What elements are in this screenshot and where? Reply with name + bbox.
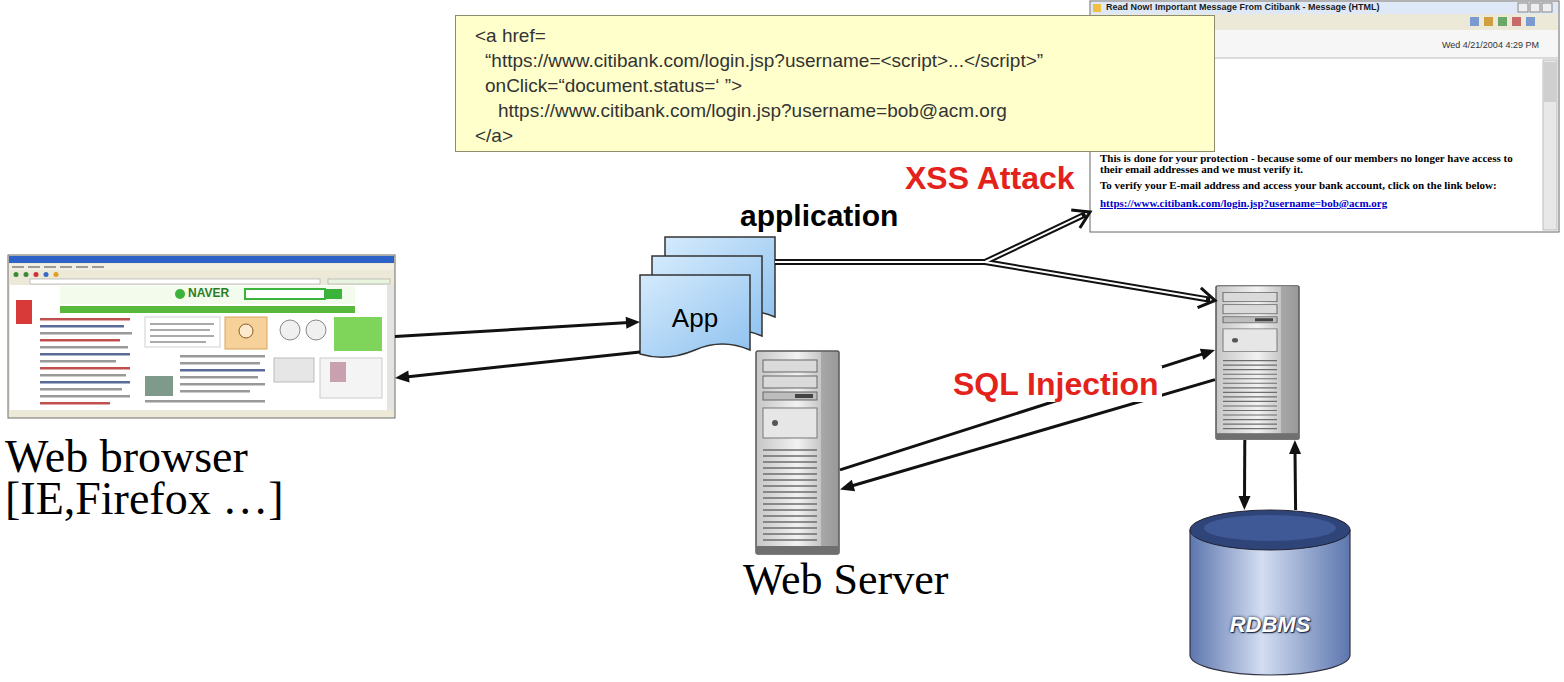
arrow-head [840,480,855,492]
email-text: To verify your E-mail address and access… [1100,180,1520,191]
text-flow: This is done for your protection - becau… [1100,153,1520,209]
search-box [245,289,325,299]
heading-label: application [740,201,898,231]
email-text: This is done for your protection - becau… [1100,153,1520,175]
connector-line [1243,440,1246,499]
document-stack-shape [640,237,775,357]
ad-banner [334,317,382,351]
code-line: onClick=“document.status=‘ ”> [485,73,742,98]
clock-icon [280,320,300,340]
window-title: Read Now! Important Message From Citiban… [1106,2,1380,12]
cylinder-body [1190,530,1350,675]
page-area [10,285,387,410]
document-shape [640,275,750,357]
text-slot: Web Server [743,556,948,604]
connector-line [840,353,1205,470]
text-slot: Web browser [IE,Firefox …] [5,436,435,520]
server-tower-shape [1216,286,1299,439]
server-tower-shape [756,351,839,554]
connector-line [775,262,1210,300]
thumbnail [274,358,314,382]
arrow-head [1200,349,1215,360]
text-slot: NAVER [188,287,229,299]
arrow-head [395,371,410,383]
tool-bar [9,271,394,278]
text-slot: XSS Attack [905,160,1075,196]
database-cylinder: RDBMS [1190,510,1350,675]
side-figure [16,300,32,324]
code-line: </a> [475,123,513,148]
search-button [326,289,342,299]
connector [395,317,640,337]
connector-line [406,352,640,377]
title-bar [1091,2,1558,14]
code-box: <a href=“https://www.citibank.com/login.… [455,15,1215,152]
server-tower [1215,285,1300,440]
connector [1289,440,1301,510]
browser-frame [8,255,395,418]
text-slot: SQL Injection [950,366,1162,402]
code-line: https://www.citibank.com/login.jsp?usern… [498,98,1007,123]
email-date: Wed 4/21/2004 4:29 PM [1442,40,1539,51]
window-icon [1093,4,1101,12]
connector [1238,440,1250,510]
menu-items [12,266,104,268]
logo-icon [175,289,185,299]
thumbnail [320,358,382,398]
connector [840,349,1215,470]
status-bar [9,411,394,417]
connector [775,262,1215,308]
connector-line [395,323,629,337]
links-bar [328,279,390,284]
code-line: “https://www.citibank.com/login.jsp?user… [485,48,1043,73]
text-slot: Read Now! Important Message From Citiban… [1106,2,1380,12]
cartoon-face [239,324,253,338]
text-slot: Wed 4/21/2004 4:29 PM [1442,40,1539,51]
caption-label: Web Server [743,556,948,604]
cylinder-top [1190,510,1350,550]
text-slot: application [740,201,898,231]
clock-icon [306,320,326,340]
text-flow: <a href=“https://www.citibank.com/login.… [475,23,1043,148]
connector-line [1294,451,1298,510]
content-box [145,317,220,347]
nav-bar [60,306,355,313]
text-slot: RDBMS [1190,612,1350,638]
scrollbar [1543,60,1557,230]
connector [395,352,640,383]
cartoon-box [225,317,267,349]
menu-bar [9,264,394,270]
arrow-head [626,317,640,329]
toolbar-icons [14,272,59,277]
document-stack: applicationApp [640,237,775,362]
scroll-thumb [1544,62,1556,102]
browser-screenshot [8,255,395,418]
window-buttons [1518,3,1552,12]
logo-text: NAVER [188,287,229,299]
thumbnail [145,376,173,396]
database-cylinder-shape [1190,510,1350,675]
edge-label: XSS Attack [905,160,1075,196]
code-line: <a href= [475,23,546,48]
shape-label: App [640,303,750,333]
browser-window: Web browser [IE,Firefox …] [8,255,395,418]
arrow-head [1289,440,1301,454]
arrow-head [1238,496,1250,510]
shape-label: RDBMS [1190,612,1350,638]
email-link: https://www.citibank.com/login.jsp?usern… [1100,197,1520,209]
caption-label: Web browser [IE,Firefox …] [5,436,435,520]
scrollbar [387,285,394,410]
thumbnail [330,362,346,382]
connector-layer [395,210,1301,510]
server-tower: Web Server [755,350,840,555]
cylinder-top-highlight [1204,515,1336,541]
text-slot: App [640,303,750,333]
title-bar [9,256,394,263]
address-bar [30,279,320,284]
edge-label: SQL Injection [950,366,1162,402]
page-header [60,286,355,304]
connector-inner [775,262,1206,299]
toolbar-icons [1470,17,1535,26]
